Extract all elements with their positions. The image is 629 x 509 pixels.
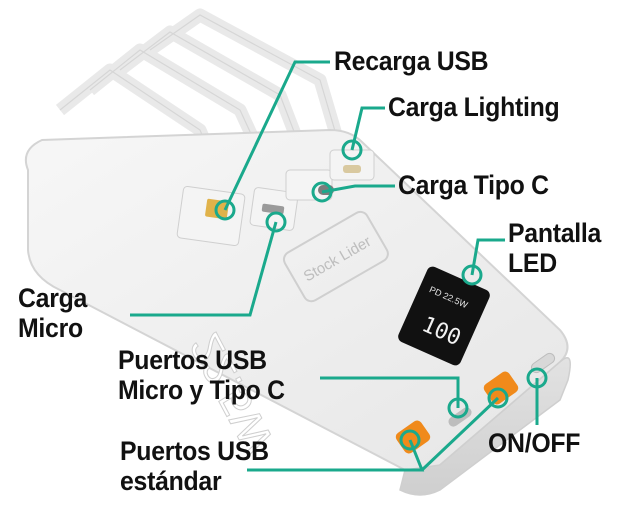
label-carga-tipo-c: Carga Tipo C	[398, 170, 549, 200]
power-bank-front-edge	[399, 357, 571, 496]
leader-markers	[214, 139, 548, 451]
cable-slot-lightning	[329, 149, 375, 181]
label-carga-micro: Carga Micro	[18, 283, 88, 343]
label-puertos-estandar: Puertos USB estándar	[120, 436, 269, 496]
label-carga-lighting: Carga Lighting	[388, 92, 560, 122]
cable-slot-usb	[176, 185, 246, 247]
led-display: PD 22.5W 100	[398, 266, 490, 366]
label-puertos-micro-tipo-c: Puertos USB Micro y Tipo C	[118, 345, 285, 405]
label-on-off: ON/OFF	[488, 428, 581, 458]
label-recarga-usb: Recarga USB	[334, 46, 489, 76]
power-bank-body	[24, 128, 569, 475]
label-pantalla-led: Pantalla LED	[508, 218, 602, 278]
